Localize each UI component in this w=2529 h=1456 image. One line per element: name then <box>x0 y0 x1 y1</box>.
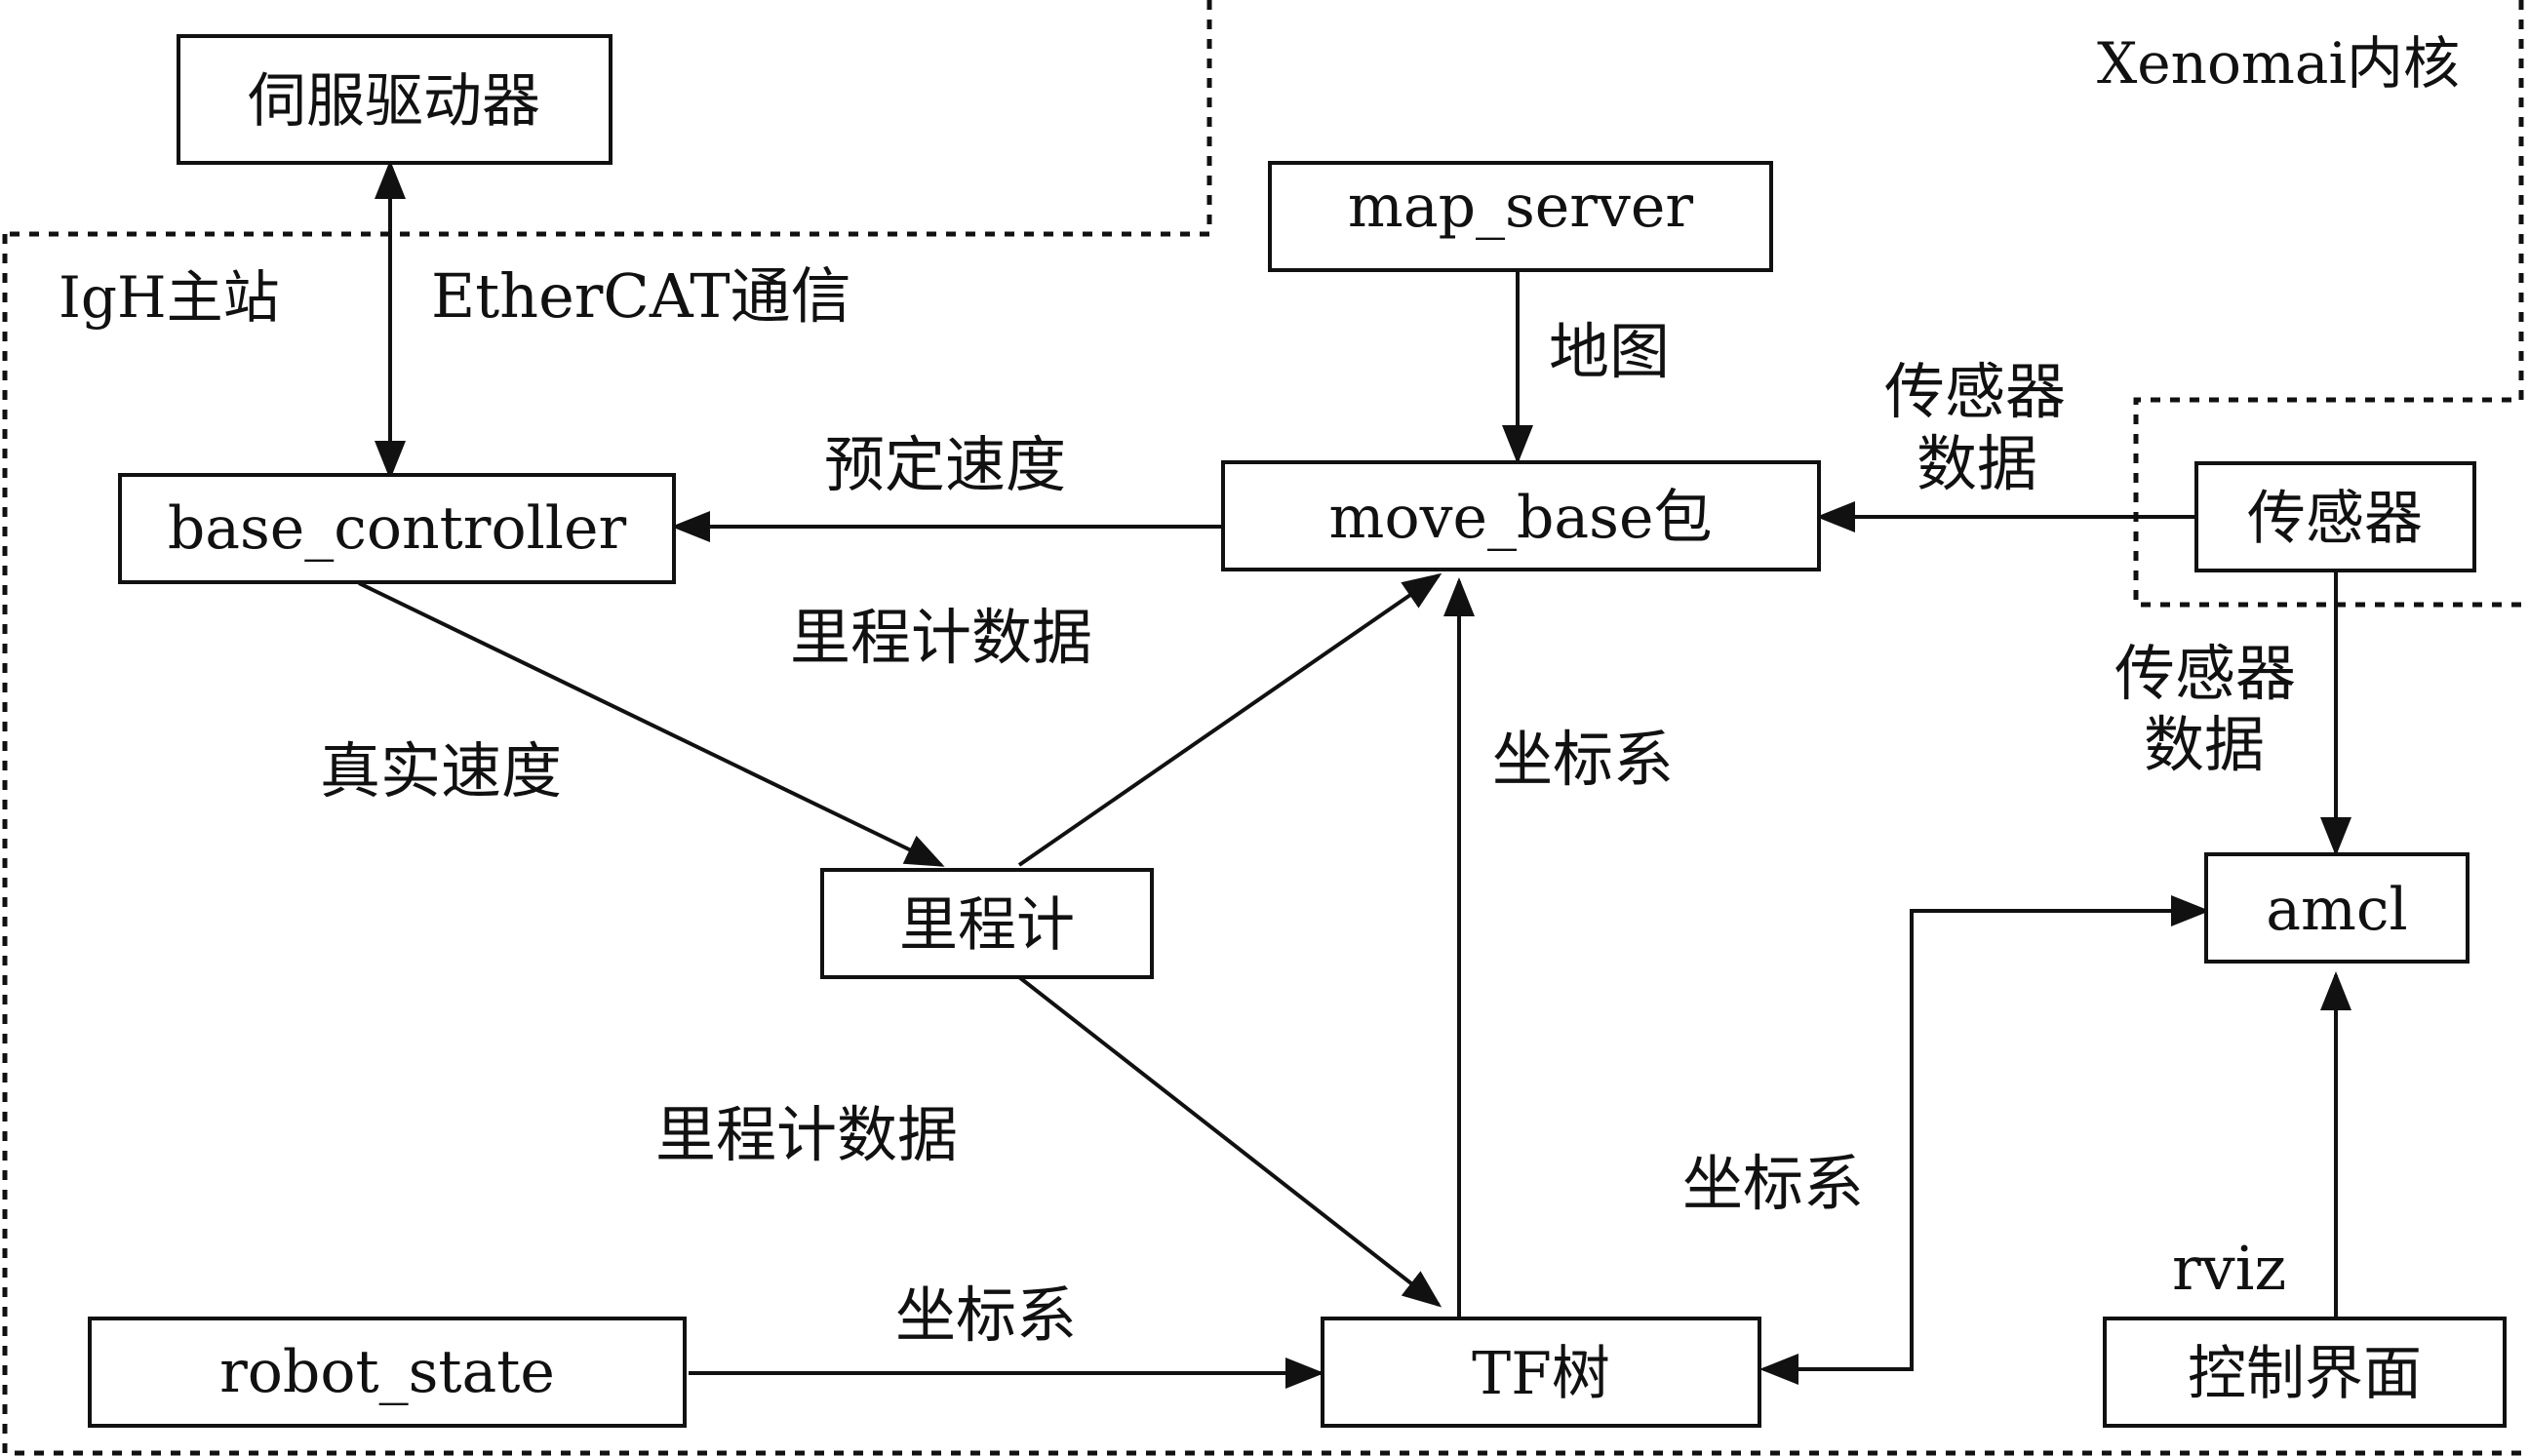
node-tf-tree-label: TF树 <box>1472 1340 1610 1408</box>
node-odometry: 里程计 <box>820 868 1154 979</box>
node-amcl: amcl <box>2204 852 2470 964</box>
edges <box>358 160 2351 1389</box>
rviz-label: rviz <box>2172 1233 2286 1304</box>
map-label: 地图 <box>1549 316 1670 387</box>
sensor-data-top-label-line1: 传感器 <box>1884 356 2066 427</box>
node-move-base: move_base包 <box>1221 460 1821 571</box>
planned-velocity-label: 预定速度 <box>824 429 1066 500</box>
node-amcl-label: amcl <box>2266 876 2407 944</box>
ethercat-label: EtherCAT通信 <box>431 260 851 332</box>
node-sensor: 传感器 <box>2194 461 2476 572</box>
odom-data-top-label: 里程计数据 <box>790 602 1092 673</box>
node-sensor-label: 传感器 <box>2247 485 2423 553</box>
odom-data-bottom-label: 里程计数据 <box>655 1099 958 1170</box>
coord-center-label: 坐标系 <box>1492 724 1674 795</box>
igh-region-label: IgH主站 <box>59 264 280 331</box>
edge-real-velocity <box>358 581 945 867</box>
node-map-server: map_server <box>1268 161 1773 272</box>
node-control-ui: 控制界面 <box>2103 1317 2507 1428</box>
sensor-data-right-label-line2: 数据 <box>2144 709 2265 780</box>
coord-right-label: 坐标系 <box>1682 1148 1864 1219</box>
node-servo-driver: 伺服驱动器 <box>177 34 612 165</box>
node-base-controller-label: base_controller <box>168 494 627 563</box>
node-tf-tree: TF树 <box>1321 1317 1761 1428</box>
edge-tf-amcl <box>1759 895 2210 1385</box>
real-velocity-label: 真实速度 <box>320 735 562 807</box>
edge-odom-to-tf <box>1017 975 1442 1308</box>
sensor-data-top-label-line2: 数据 <box>1917 428 2037 499</box>
edge-odom-to-move-base <box>1017 572 1442 867</box>
node-base-controller: base_controller <box>118 473 676 584</box>
node-servo-driver-label: 伺服驱动器 <box>248 67 540 136</box>
node-move-base-label: move_base包 <box>1329 484 1713 552</box>
coord-bottom-label: 坐标系 <box>895 1279 1077 1351</box>
node-odometry-label: 里程计 <box>899 891 1075 960</box>
sensor-data-right-label-line1: 传感器 <box>2114 638 2296 709</box>
node-robot-state: robot_state <box>88 1317 687 1428</box>
node-control-ui-label: 控制界面 <box>2188 1340 2422 1408</box>
node-map-server-label: map_server <box>1348 173 1693 241</box>
node-robot-state-label: robot_state <box>219 1338 555 1406</box>
xenomai-region-label: Xenomai内核 <box>2097 30 2460 97</box>
